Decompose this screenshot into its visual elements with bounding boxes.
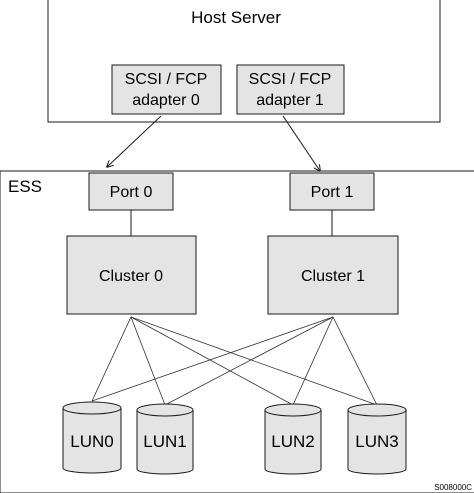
link-cluster0-lun2 bbox=[130, 316, 294, 406]
lun-1-top bbox=[136, 403, 194, 417]
ess-label: ESS bbox=[8, 177, 42, 196]
lun-3-top bbox=[347, 403, 407, 417]
port-1-box bbox=[289, 172, 375, 211]
ess-box bbox=[0, 170, 474, 493]
lun-2-body bbox=[264, 410, 322, 475]
port-0-label: Port 0 bbox=[110, 184, 153, 201]
cluster-0-label: Cluster 0 bbox=[99, 268, 163, 285]
arrow-adapter1-port1 bbox=[282, 115, 320, 171]
lun-2: LUN2 bbox=[264, 403, 322, 475]
link-cluster1-lun2 bbox=[292, 316, 334, 406]
lun-2-label: LUN2 bbox=[271, 432, 314, 451]
link-cluster0-lun3 bbox=[130, 316, 378, 406]
lun-3: LUN3 bbox=[347, 403, 407, 475]
lun-0: LUN0 bbox=[62, 401, 122, 474]
cluster-1-label: Cluster 1 bbox=[301, 268, 365, 285]
adapter-1-line2: adapter 1 bbox=[256, 92, 324, 109]
adapter-0-line1: SCSI / FCP bbox=[125, 71, 208, 88]
lun-1-body bbox=[136, 410, 194, 475]
link-cluster0-lun1 bbox=[130, 316, 166, 406]
cluster-lun-connections bbox=[91, 316, 378, 406]
lun-0-top bbox=[62, 401, 122, 415]
link-cluster0-lun0 bbox=[91, 316, 132, 402]
link-cluster1-lun0 bbox=[91, 316, 334, 402]
adapter-0-box bbox=[111, 64, 222, 115]
lun-0-body bbox=[62, 408, 122, 474]
figure-id: S008000C bbox=[434, 483, 472, 492]
lun-3-label: LUN3 bbox=[355, 432, 398, 451]
lun-1: LUN1 bbox=[136, 403, 194, 475]
adapter-1-box bbox=[236, 64, 345, 115]
port-1: Port 1 bbox=[289, 172, 375, 211]
port-0-box bbox=[88, 172, 174, 211]
lun-1-label: LUN1 bbox=[143, 432, 186, 451]
port-0: Port 0 bbox=[88, 172, 174, 211]
cluster-1-box bbox=[267, 235, 399, 315]
adapter-0: SCSI / FCP adapter 0 bbox=[111, 64, 222, 115]
cluster-0: Cluster 0 bbox=[66, 235, 197, 315]
link-cluster1-lun3 bbox=[332, 316, 378, 406]
port-1-label: Port 1 bbox=[311, 184, 354, 201]
cluster-0-box bbox=[66, 235, 197, 315]
host-server-label: Host Server bbox=[191, 8, 281, 27]
host-server-box bbox=[47, 0, 441, 123]
adapter-1: SCSI / FCP adapter 1 bbox=[236, 64, 345, 115]
lun-2-top bbox=[264, 403, 322, 417]
lun-3-body bbox=[347, 410, 407, 475]
lun-0-label: LUN0 bbox=[70, 432, 113, 451]
arrow-adapter0-port0 bbox=[107, 115, 162, 167]
link-cluster1-lun1 bbox=[164, 316, 334, 406]
cluster-1: Cluster 1 bbox=[267, 235, 399, 315]
adapter-0-line2: adapter 0 bbox=[132, 92, 200, 109]
adapter-1-line1: SCSI / FCP bbox=[249, 71, 332, 88]
